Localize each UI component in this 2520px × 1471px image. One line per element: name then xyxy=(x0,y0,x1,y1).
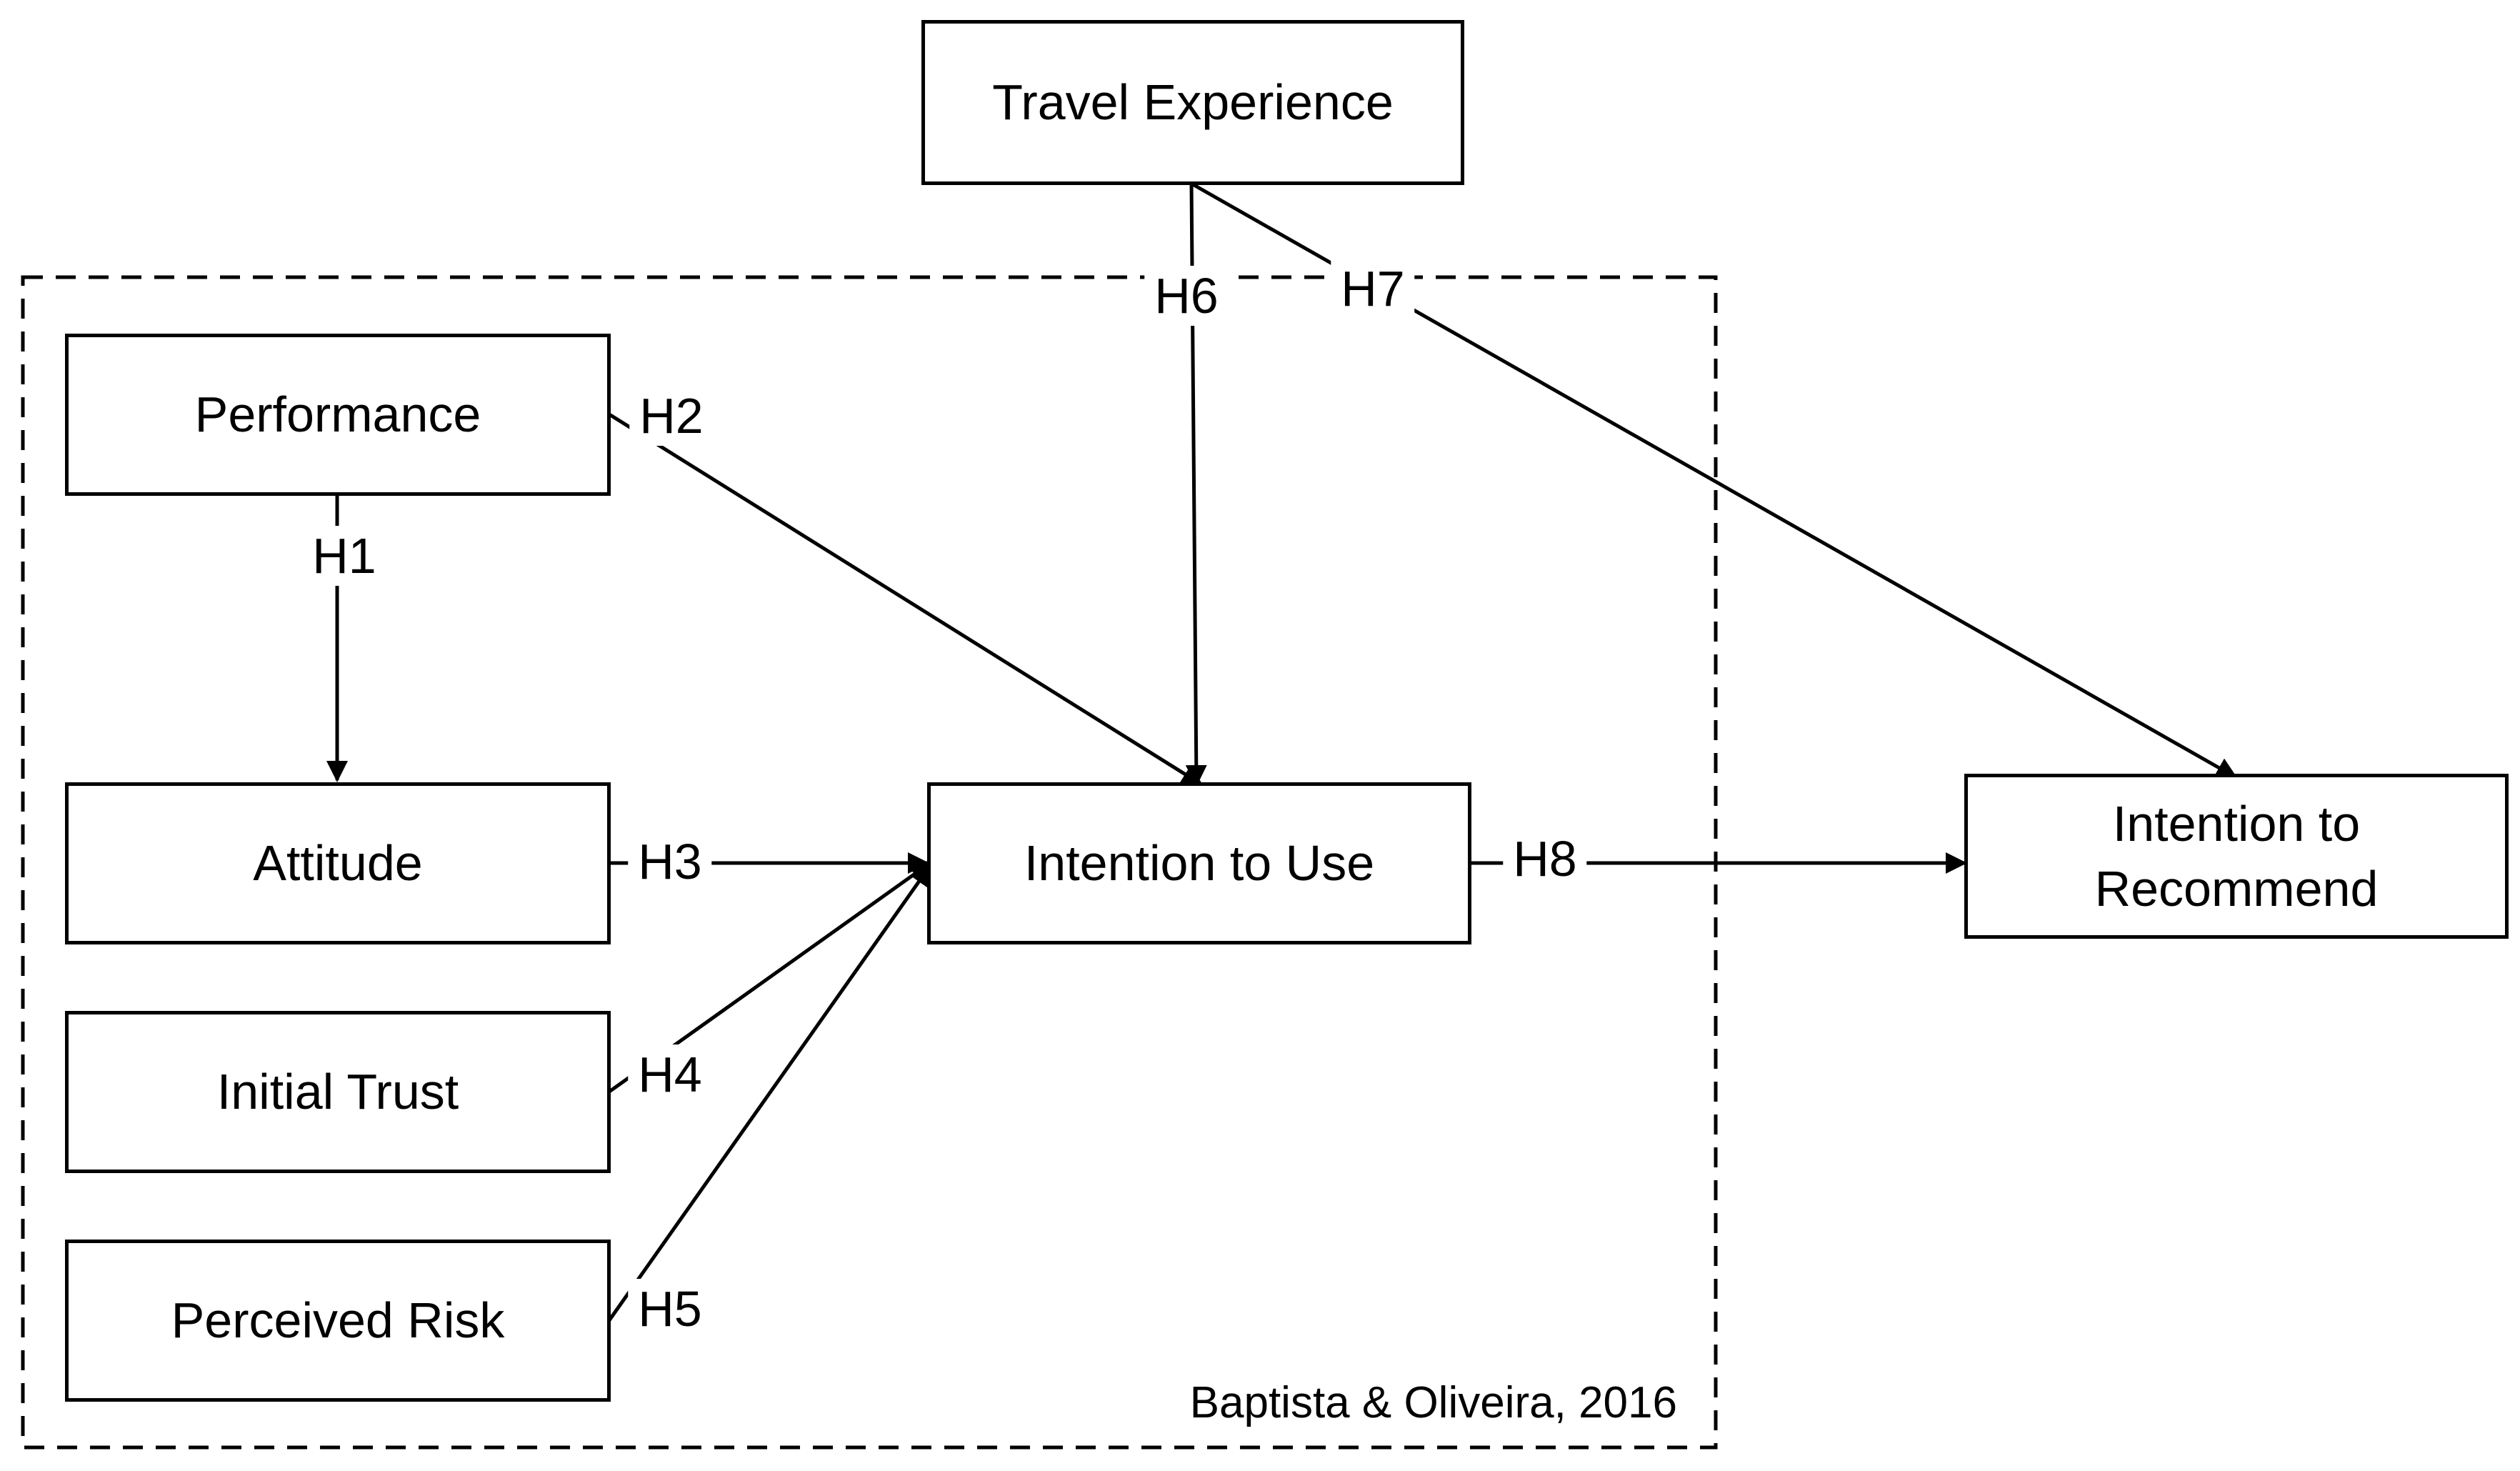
hypothesis-label-h8: H8 xyxy=(1503,829,1587,889)
node-intention-to-use-label: Intention to Use xyxy=(1024,835,1375,891)
node-travel-experience-label: Travel Experience xyxy=(992,74,1394,130)
node-perceived-risk: Perceived Risk xyxy=(65,1240,611,1402)
node-initial-trust: Initial Trust xyxy=(65,1011,611,1173)
node-travel-experience: Travel Experience xyxy=(921,20,1464,185)
edge-h5 xyxy=(607,864,932,1322)
hypothesis-label-h7: H7 xyxy=(1331,259,1415,319)
hypothesis-label-h4: H4 xyxy=(628,1044,712,1105)
node-intention-to-use: Intention to Use xyxy=(927,782,1471,944)
node-intention-to-recommend-label: Intention to Recommend xyxy=(2094,795,2379,917)
hypothesis-label-h2: H2 xyxy=(629,386,714,446)
hypothesis-label-h5: H5 xyxy=(628,1279,712,1339)
node-attitude-label: Attitude xyxy=(253,835,423,891)
source-citation: Baptista & Oliveira, 2016 xyxy=(1189,1378,1677,1427)
node-performance: Performance xyxy=(65,334,611,496)
node-initial-trust-label: Initial Trust xyxy=(216,1064,459,1120)
node-intention-to-recommend: Intention to Recommend xyxy=(1964,774,2509,939)
edge-h2 xyxy=(608,412,1204,787)
hypothesis-label-h1: H1 xyxy=(302,526,386,586)
hypothesis-label-h3: H3 xyxy=(628,832,712,892)
node-perceived-risk-label: Perceived Risk xyxy=(171,1292,505,1348)
node-performance-label: Performance xyxy=(194,387,481,442)
node-attitude: Attitude xyxy=(65,782,611,944)
hypothesis-label-h6: H6 xyxy=(1144,266,1229,326)
